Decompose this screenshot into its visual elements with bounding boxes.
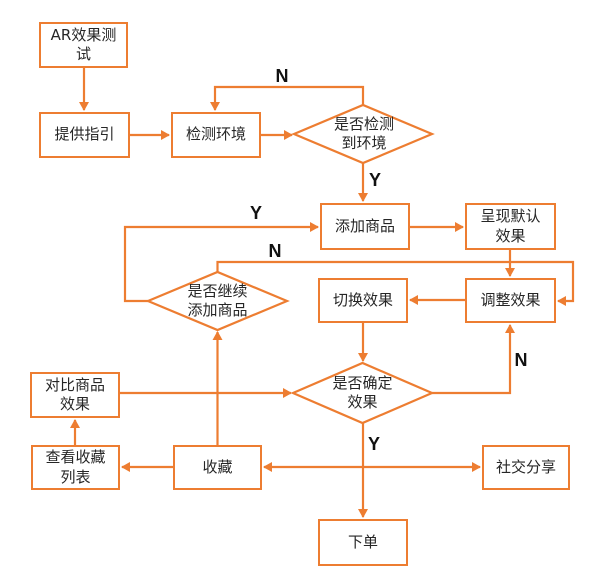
node-detect-env: 检测环境 — [171, 112, 261, 158]
branch-label-env-detected-yes: Y — [368, 170, 381, 190]
branch-label-env-detected-no: N — [275, 66, 289, 86]
node-compare-effect: 对比商品 效果 — [30, 372, 120, 418]
node-view-favorites: 查看收藏 列表 — [31, 445, 120, 490]
decision-continue-adding — [145, 270, 290, 332]
branch-label-continue-adding-no: N — [268, 241, 282, 261]
edge-confirm-effect-no-to-adjust-effect — [432, 324, 515, 395]
branch-label-confirm-effect-no: N — [514, 350, 528, 370]
node-favorite: 收藏 — [173, 445, 262, 490]
node-place-order: 下单 — [318, 519, 408, 566]
node-switch-effect: 切换效果 — [318, 278, 408, 323]
edge-continue-adding-no-to-adjust-effect — [216, 260, 575, 306]
edge-env-detected-no-loop — [210, 85, 365, 111]
node-social-share: 社交分享 — [482, 445, 570, 490]
node-default-effect: 呈现默认 效果 — [465, 203, 556, 250]
decision-env-detected — [291, 103, 435, 165]
edge-continue-adding-yes-to-add-product — [123, 222, 319, 303]
node-adjust-effect: 调整效果 — [465, 278, 556, 323]
node-provide-guidance: 提供指引 — [39, 112, 130, 158]
node-add-product: 添加商品 — [320, 203, 410, 250]
node-ar-test: AR效果测 试 — [39, 22, 128, 68]
branch-label-continue-adding-yes: Y — [249, 203, 262, 223]
branch-label-confirm-effect-yes: Y — [367, 434, 380, 454]
decision-confirm-effect — [290, 361, 435, 425]
